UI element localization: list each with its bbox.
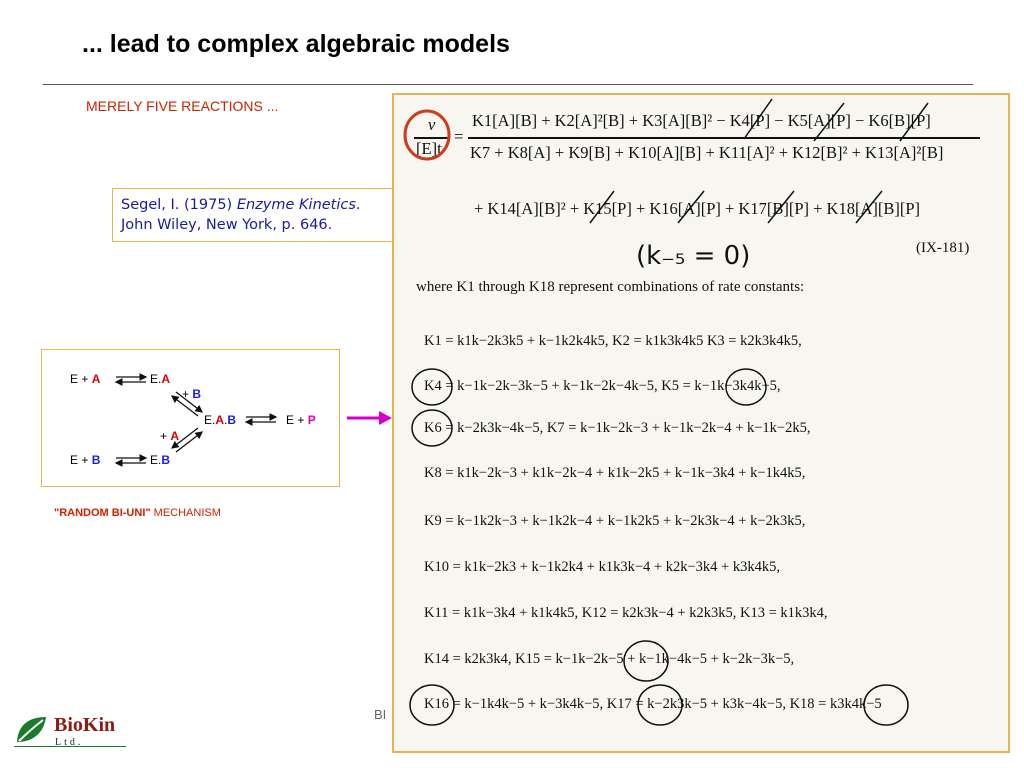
k-line-2: K4 = k−1k−2k−3k−5 + k−1k−2k−4k−5, K5 = k… <box>424 378 781 394</box>
logo-rule <box>14 746 126 747</box>
rate-fraction-bar <box>468 137 980 139</box>
logo-name: BioKin <box>54 714 116 736</box>
k-line-7: K11 = k1k−3k4 + k1k4k5, K12 = k2k3k−4 + … <box>424 605 828 621</box>
equals-sign: = <box>454 127 464 146</box>
equilibrium-arrow-2-forward <box>175 391 204 413</box>
plus-a-label: + A <box>160 429 180 443</box>
k16-circle <box>409 684 455 726</box>
k-line-4: K8 = k1k−2k−3 + k1k−2k−4 + k1k−2k5 + k−1… <box>424 465 806 481</box>
strike-k6 <box>899 102 929 142</box>
k5-circle <box>725 368 767 406</box>
leaf-icon <box>17 717 46 742</box>
rate-numerator: K1[A][B] + K2[A]²[B] + K3[A][B]² − K4[P]… <box>472 111 931 130</box>
citation-publisher: John Wiley, New York, p. 646. <box>121 217 333 233</box>
rate-denominator: K7 + K8[A] + K9[B] + K10[A][B] + K11[A]²… <box>470 143 944 162</box>
strike-k17 <box>767 190 795 224</box>
k-line-3: K6 = k−2k3k−4k−5, K7 = k−1k−2k−3 + k−1k−… <box>424 420 811 436</box>
citation-suffix: . <box>355 197 361 213</box>
strike-k4 <box>743 98 773 140</box>
complex-ea: E.A <box>150 372 171 386</box>
footer-text: BI <box>374 707 387 722</box>
rate-denominator-continued: + K14[A][B]² + K15[P] + K16[A][P] + K17[… <box>474 199 921 218</box>
lhs-denominator: [E]t <box>416 139 442 158</box>
mechanism-caption: "RANDOM BI-UNI" MECHANISM <box>54 507 221 519</box>
pointer-arrow-icon <box>347 411 392 425</box>
k15-circle <box>623 640 669 682</box>
k4-circle <box>411 368 453 406</box>
slide-title: ... lead to complex algebraic models <box>82 30 510 58</box>
equilibrium-arrow-4-forward <box>175 431 204 453</box>
annotation-overlay <box>403 98 929 726</box>
citation-author: Segel, I. (1975) <box>121 197 237 213</box>
lhs-fraction-bar <box>414 137 450 139</box>
k-line-6: K10 = k1k−2k3 + k−1k2k4 + k1k3k−4 + k2k−… <box>424 559 780 575</box>
product-e-p: E + P <box>286 413 316 427</box>
title-rule <box>43 84 973 85</box>
equilibrium-arrow-2-reverse <box>170 395 199 417</box>
strike-k18 <box>855 190 883 224</box>
v-circle-annotation <box>403 109 451 161</box>
equilibrium-arrow-4-reverse <box>170 427 199 449</box>
plus-b-label: + B <box>182 387 202 401</box>
k-line-5: K9 = k−1k2k−3 + k−1k2k−4 + k−1k2k5 + k−2… <box>424 513 806 529</box>
reactant-e-a: E + A <box>70 372 101 386</box>
mechanism-arrows <box>114 373 278 467</box>
mechanism-box: E + A E.A + B E.A.B E + P + A E + B E.B <box>41 349 340 487</box>
k-line-8: K14 = k2k3k4, K15 = k−1k−2k−5 + k−1k−4k−… <box>424 651 795 667</box>
strike-k5 <box>813 102 845 142</box>
equation-number: (IX-181) <box>916 240 970 256</box>
logo-subtitle: Ltd. <box>55 737 84 748</box>
handwritten-note: (k₋₅ = 0) <box>636 241 751 271</box>
lhs-numerator: v <box>428 115 436 134</box>
biokin-logo: BioKin Ltd. <box>14 712 130 752</box>
k18-circle <box>863 684 909 726</box>
k17-circle <box>637 684 683 726</box>
complex-eab: E.A.B <box>204 413 237 427</box>
scanned-equation-panel: v [E]t = K1[A][B] + K2[A]²[B] + K3[A][B]… <box>392 93 1010 753</box>
section-label: MERELY FIVE REACTIONS ... <box>86 98 279 114</box>
citation-box: Segel, I. (1975) Enzyme Kinetics. John W… <box>112 188 428 242</box>
k-line-9: K16 = k−1k4k−5 + k−3k4k−5, K17 = k−2k3k−… <box>424 696 882 712</box>
complex-eb: E.B <box>150 453 171 467</box>
k-line-1: K1 = k1k−2k3k5 + k−1k2k4k5, K2 = k1k3k4k… <box>424 333 802 349</box>
k6-circle <box>411 409 453 447</box>
strike-k15 <box>589 190 615 224</box>
strike-k16 <box>677 190 705 224</box>
citation-book: Enzyme Kinetics <box>236 197 356 213</box>
reactant-e-b: E + B <box>70 453 101 467</box>
where-text: where K1 through K18 represent combinati… <box>416 279 805 295</box>
